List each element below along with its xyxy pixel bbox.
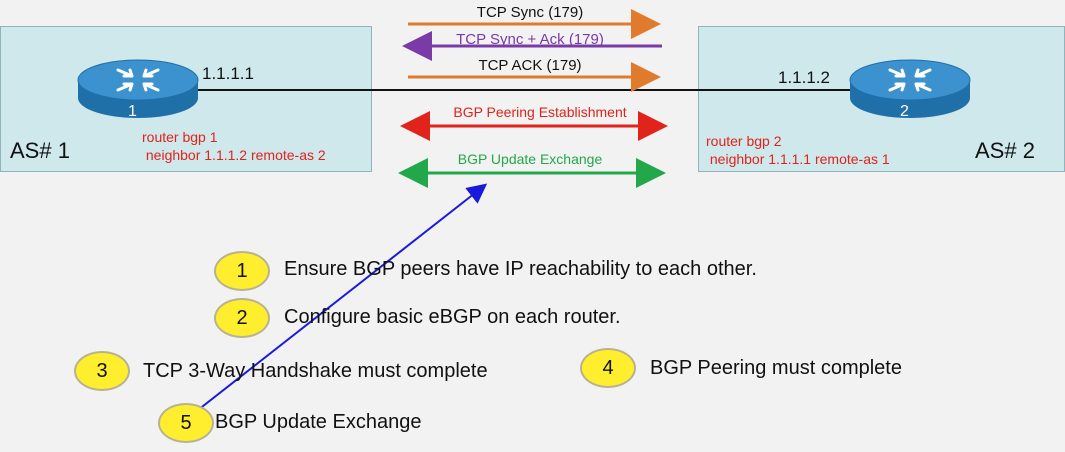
config-line: router bgp 2 — [706, 133, 782, 149]
router-1-config: router bgp 1 neighbor 1.1.1.2 remote-as … — [142, 128, 326, 164]
step-5-badge: 5 — [158, 403, 214, 443]
router-1-icon: 1 — [77, 59, 199, 120]
step-1-text: Ensure BGP peers have IP reachability to… — [284, 258, 757, 280]
router-1-number: 1 — [128, 103, 137, 120]
step-1-badge: 1 — [214, 251, 270, 291]
label-tcp-ack: TCP ACK (179) — [478, 57, 582, 74]
label-bgp-update: BGP Update Exchange — [457, 151, 603, 167]
router-2-ip: 1.1.1.2 — [778, 68, 830, 87]
label-tcp-sync-ack: TCP Sync + Ack (179) — [456, 31, 604, 48]
router-2-icon: 2 — [849, 59, 971, 120]
step-2-badge: 2 — [214, 298, 270, 338]
router-2-config: router bgp 2 neighbor 1.1.1.1 remote-as … — [706, 132, 890, 168]
step-3-badge: 3 — [74, 351, 130, 391]
pointer-arrow — [197, 183, 488, 411]
step-4-badge: 4 — [580, 348, 636, 388]
config-line: neighbor 1.1.1.1 remote-as 1 — [706, 151, 890, 167]
step-3-text: TCP 3-Way Handshake must complete — [143, 360, 488, 382]
as-1-label: AS# 1 — [10, 138, 70, 163]
config-line: neighbor 1.1.1.2 remote-as 2 — [142, 147, 326, 163]
label-bgp-peering: BGP Peering Establishment — [453, 104, 627, 120]
step-5-text: BGP Update Exchange — [215, 411, 422, 433]
as-2-label: AS# 2 — [975, 138, 1035, 163]
step-2-text: Configure basic eBGP on each router. — [284, 306, 621, 328]
router-2-number: 2 — [900, 103, 909, 120]
label-tcp-sync: TCP Sync (179) — [476, 4, 584, 21]
router-1-ip: 1.1.1.1 — [202, 64, 254, 83]
config-line: router bgp 1 — [142, 129, 218, 145]
step-4-text: BGP Peering must complete — [650, 357, 902, 379]
